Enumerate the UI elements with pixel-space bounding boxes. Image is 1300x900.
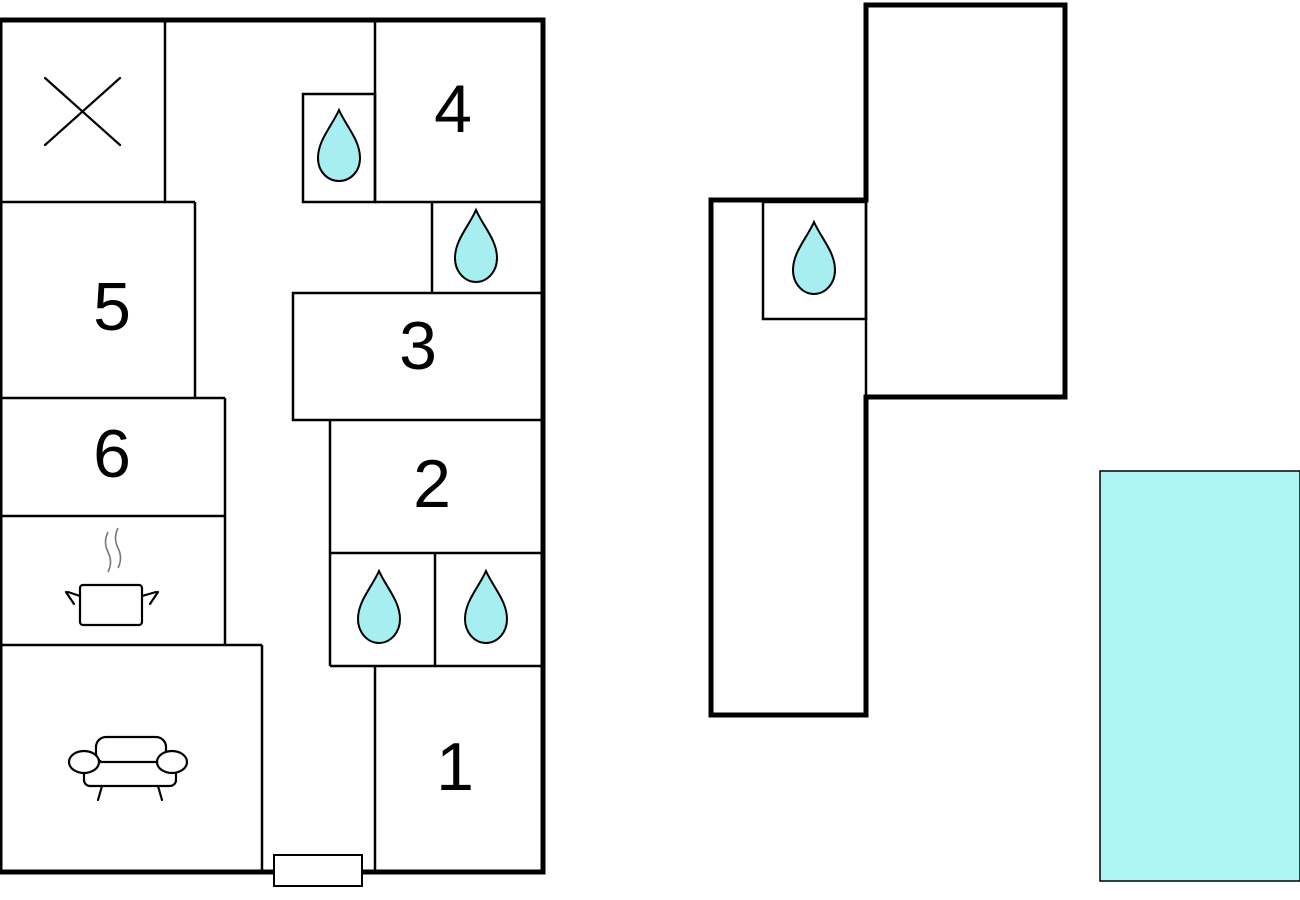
main-building: 5 6 — [0, 17, 546, 887]
room-3: 3 — [291, 291, 545, 422]
room-1-label: 1 — [436, 729, 474, 805]
annex-building — [708, 2, 1068, 718]
door-step-icon — [273, 854, 363, 887]
water-drop-icon — [453, 207, 499, 284]
room-1: 1 — [373, 666, 474, 872]
annex-outer-wall — [708, 2, 1068, 718]
water-drop-icon — [791, 219, 837, 296]
room-3-label: 3 — [399, 308, 437, 384]
room-5-label: 5 — [93, 269, 131, 345]
main-building-outer-wall — [0, 17, 546, 875]
bathroom-upper-right — [430, 202, 499, 293]
room-6-label: 6 — [93, 416, 131, 492]
water-drop-icon — [356, 568, 402, 645]
x-mark-icon — [43, 76, 122, 147]
kitchen — [0, 527, 262, 647]
room-4: 4 — [375, 71, 543, 204]
room-5: 5 — [0, 202, 225, 400]
water-drop-icon — [463, 568, 509, 645]
water-drop-icon — [316, 107, 362, 183]
cooking-pot-icon — [64, 527, 160, 627]
bathroom-top — [301, 92, 377, 204]
bathroom-twin — [330, 553, 543, 668]
living-room — [67, 645, 264, 872]
room-4-label: 4 — [434, 71, 472, 147]
pool-area — [1099, 470, 1300, 882]
annex-bathroom — [761, 200, 868, 321]
room-6: 6 — [0, 398, 227, 645]
sofa-icon — [67, 735, 189, 802]
room-closed-top-left — [0, 20, 195, 204]
room-2: 2 — [328, 420, 543, 666]
room-2-label: 2 — [413, 446, 451, 522]
